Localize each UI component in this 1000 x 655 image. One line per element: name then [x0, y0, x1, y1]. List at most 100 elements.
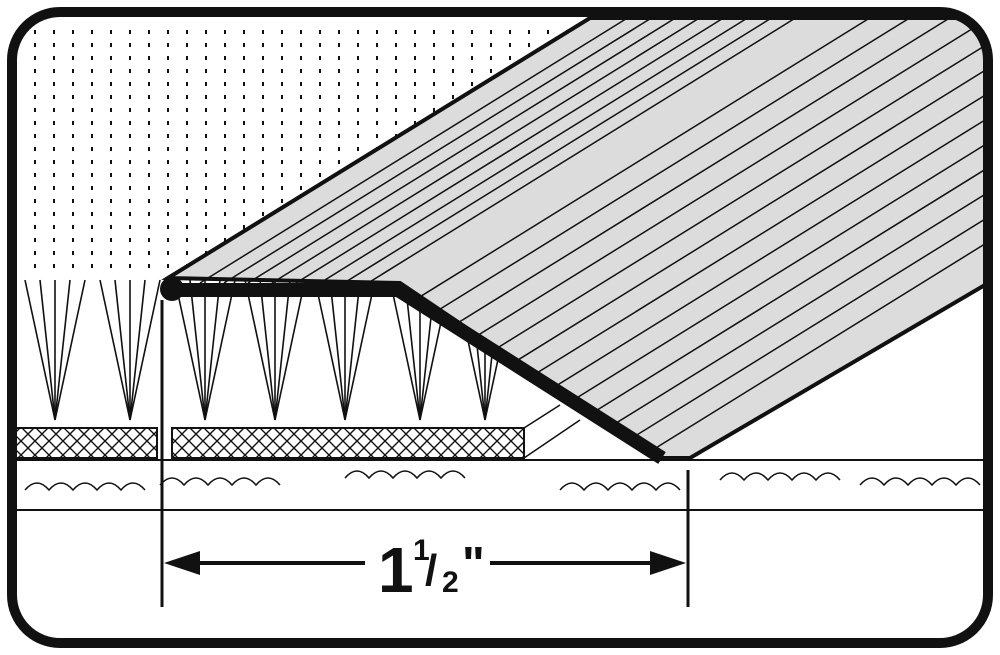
pile-dot	[205, 225, 207, 229]
pile-dot	[110, 238, 112, 242]
pile-dot	[34, 82, 36, 86]
groove	[438, 17, 911, 311]
pile-dot	[281, 173, 283, 177]
pile-dot	[148, 264, 150, 268]
pile-dot	[338, 69, 340, 73]
pile-dot	[319, 82, 321, 86]
pile-dot	[243, 186, 245, 190]
pile-dot	[224, 238, 226, 242]
pile-dot	[91, 251, 93, 255]
pile-dot	[395, 121, 397, 125]
pile-dot	[72, 108, 74, 112]
pile-dot	[91, 173, 93, 177]
pile-dot	[414, 30, 416, 34]
pile-dot	[167, 134, 169, 138]
groove	[457, 17, 951, 324]
dimension-whole: 1	[378, 534, 414, 606]
arrowhead-right	[650, 551, 686, 575]
pile-dot	[395, 108, 397, 112]
pile-dot	[224, 134, 226, 138]
arrowhead-left	[164, 551, 200, 575]
pile-dot	[167, 108, 169, 112]
groove	[418, 17, 871, 299]
pile-dot	[433, 82, 435, 86]
pile-dot	[338, 82, 340, 86]
pile-dot	[110, 160, 112, 164]
pile-dot	[72, 199, 74, 203]
pile-dot	[34, 43, 36, 47]
dimension-unit: "	[462, 538, 485, 591]
pile-dot	[224, 186, 226, 190]
pile-dot	[414, 108, 416, 112]
pile-dot	[186, 173, 188, 177]
pile-dot	[72, 95, 74, 99]
pile-dot	[205, 43, 207, 47]
pile-dot	[205, 30, 207, 34]
groove	[595, 165, 988, 412]
pile-dot	[205, 134, 207, 138]
pile-dot	[281, 121, 283, 125]
pile-dot	[433, 95, 435, 99]
pile-dot	[471, 69, 473, 73]
pile-dot	[452, 82, 454, 86]
pile-dot	[224, 82, 226, 86]
pile-dot	[72, 238, 74, 242]
pile-dot	[167, 30, 169, 34]
pile-dot	[300, 160, 302, 164]
pile-dot	[34, 134, 36, 138]
pile-dot	[300, 121, 302, 125]
pile-dot	[224, 56, 226, 60]
pile-dot	[129, 251, 131, 255]
pile-dot	[452, 56, 454, 60]
pile-dot	[319, 43, 321, 47]
pile-dot	[338, 134, 340, 138]
pile-tuft	[24, 279, 86, 421]
groove	[367, 17, 796, 284]
pile-dot	[53, 186, 55, 190]
pile-dot	[91, 121, 93, 125]
pile-dot	[338, 43, 340, 47]
pile-dot	[300, 56, 302, 60]
pile-dot	[186, 30, 188, 34]
pile-dot	[395, 56, 397, 60]
pile-dot	[91, 43, 93, 47]
pile-dot	[34, 56, 36, 60]
pile-dot	[110, 108, 112, 112]
pile-dot	[167, 186, 169, 190]
pile-dot	[319, 69, 321, 73]
pile-dot	[129, 238, 131, 242]
pile-dot	[186, 160, 188, 164]
pile-dot	[262, 212, 264, 216]
pile-dot	[357, 134, 359, 138]
pile-dot	[53, 69, 55, 73]
pile-dot	[91, 147, 93, 151]
pile-dot	[433, 108, 435, 112]
pile-dot	[34, 69, 36, 73]
pile-dot	[224, 212, 226, 216]
pile-dot	[167, 82, 169, 86]
pile-dot	[281, 199, 283, 203]
pile-dot	[224, 199, 226, 203]
pile-dot	[376, 108, 378, 112]
pile-dot	[129, 121, 131, 125]
pile-dot	[72, 134, 74, 138]
pile-dot	[338, 160, 340, 164]
pile-dot	[34, 251, 36, 255]
pile-dot	[72, 212, 74, 216]
pile-dot	[376, 121, 378, 125]
pile-dot	[34, 30, 36, 34]
pile-dot	[53, 82, 55, 86]
pile-dot	[167, 173, 169, 177]
pile-dot	[129, 173, 131, 177]
pile-dot	[148, 238, 150, 242]
pile-dot	[376, 43, 378, 47]
pile-dot	[91, 108, 93, 112]
pile-dot	[53, 264, 55, 268]
pile-dot	[281, 186, 283, 190]
pile-dot	[53, 43, 55, 47]
pile-dot	[110, 121, 112, 125]
pile-dot	[110, 212, 112, 216]
pile-dot	[433, 69, 435, 73]
pile-dot	[167, 238, 169, 242]
wave	[24, 482, 146, 492]
